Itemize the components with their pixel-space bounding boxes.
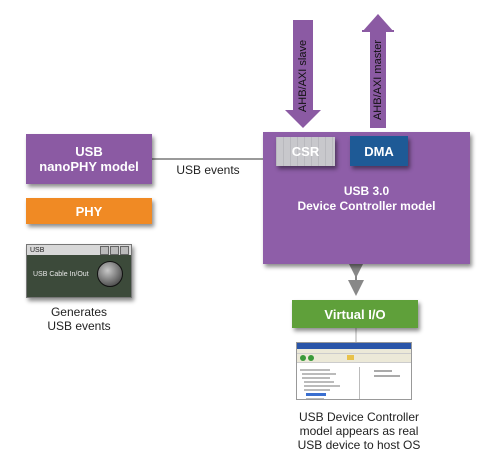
usb-drive-item-icon <box>306 393 326 396</box>
virtual-io-block: Virtual I/O <box>292 300 418 328</box>
slave-bus-label: AHB/AXI slave <box>297 39 309 113</box>
dma-block: DMA <box>350 136 408 166</box>
nanophy-line2: nanoPHY model <box>39 159 139 174</box>
csr-block: CSR <box>276 137 335 166</box>
close-icon[interactable] <box>120 245 129 255</box>
maximize-icon[interactable] <box>110 245 119 255</box>
forward-icon <box>308 355 314 361</box>
explorer-toolbar <box>297 354 411 363</box>
generates-line1: Generates <box>50 305 108 319</box>
usb-cable-label: USB Cable In/Out <box>33 271 89 278</box>
host-os-caption: USB Device Controller model appears as r… <box>284 410 434 452</box>
usb-events-label: USB events <box>176 163 240 177</box>
explorer-file-pane <box>360 367 411 399</box>
host-line3: USB device to host OS <box>297 438 421 452</box>
host-line2: model appears as real <box>299 424 419 438</box>
explorer-menubar <box>297 349 411 354</box>
controller-title-line2: Device Controller model <box>297 199 436 213</box>
host-line1: USB Device Controller <box>298 410 420 424</box>
folder-icon <box>347 355 354 360</box>
host-os-explorer-window <box>296 342 412 400</box>
explorer-tree-pane <box>297 367 360 399</box>
usb-window-body: USB Cable In/Out <box>27 255 131 297</box>
nanophy-block: USB nanoPHY model <box>26 134 152 184</box>
phy-block: PHY <box>26 198 152 224</box>
master-bus-label: AHB/AXI master <box>372 39 384 121</box>
controller-title: USB 3.0 Device Controller model <box>263 184 470 214</box>
nanophy-line1: USB <box>75 144 103 159</box>
usb-window-titlebar: USB <box>27 245 131 255</box>
slave-bus-arrow <box>285 20 321 128</box>
usb-cable-knob-icon[interactable] <box>97 261 123 287</box>
usb-window-widget: USB USB Cable In/Out <box>26 244 132 298</box>
minimize-icon[interactable] <box>100 245 109 255</box>
explorer-titlebar <box>297 343 411 349</box>
generates-line2: USB events <box>47 319 111 333</box>
controller-title-line1: USB 3.0 <box>343 184 390 198</box>
master-bus-arrow <box>362 14 394 128</box>
back-icon <box>300 355 306 361</box>
usb-window-title: USB <box>30 246 45 254</box>
generates-caption: Generates USB events <box>20 305 138 333</box>
